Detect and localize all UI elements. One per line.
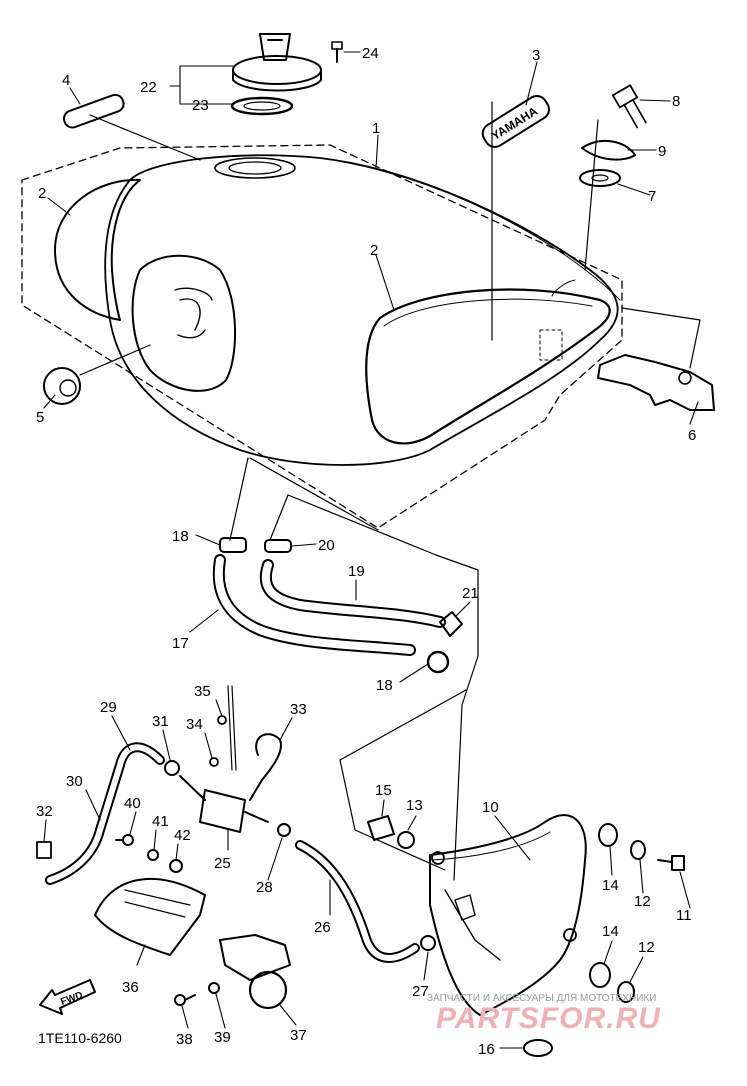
callout-16: 16 bbox=[478, 1041, 495, 1058]
callout-10: 10 bbox=[482, 799, 499, 816]
callout-4: 4 bbox=[62, 72, 70, 89]
callout-3: 3 bbox=[532, 47, 540, 64]
yamaha-emblem: YAMAHA bbox=[481, 94, 550, 148]
watermark-logo: PARTSFOR.RU bbox=[436, 1002, 661, 1035]
clamp-20 bbox=[264, 539, 292, 553]
callout-26: 26 bbox=[314, 919, 331, 936]
bolt-38 bbox=[174, 994, 196, 1006]
callout-18-upper: 18 bbox=[172, 528, 189, 545]
callout-36: 36 bbox=[122, 979, 139, 996]
assembly-outline bbox=[21, 144, 623, 529]
grommet-14a bbox=[598, 823, 618, 847]
bolt-11 bbox=[657, 855, 685, 871]
cap-gasket bbox=[230, 96, 294, 116]
callout-5: 5 bbox=[36, 409, 44, 426]
clamp-28 bbox=[277, 823, 291, 837]
holder-33 bbox=[249, 733, 282, 801]
fuel-cap bbox=[232, 33, 322, 92]
callout-20: 20 bbox=[318, 537, 335, 554]
callout-13: 13 bbox=[406, 797, 423, 814]
callout-42: 42 bbox=[174, 827, 191, 844]
callout-23: 23 bbox=[192, 97, 209, 114]
callout-35: 35 bbox=[194, 683, 211, 700]
callout-12-lower: 12 bbox=[638, 939, 655, 956]
hose-26 bbox=[295, 840, 420, 963]
callout-38: 38 bbox=[176, 1031, 193, 1048]
diagram-code: 1TE110-6260 bbox=[38, 1030, 122, 1046]
callout-21: 21 bbox=[462, 585, 479, 602]
clip-21 bbox=[439, 611, 463, 637]
fuel-filter bbox=[179, 775, 269, 833]
callout-18-lower: 18 bbox=[376, 677, 393, 694]
callout-1: 1 bbox=[372, 120, 380, 137]
callout-24: 24 bbox=[362, 45, 379, 62]
callout-30: 30 bbox=[66, 773, 83, 790]
grommet-14b bbox=[589, 962, 611, 988]
screw-34 bbox=[209, 757, 219, 767]
tank-left-seal bbox=[54, 178, 141, 321]
clip-32 bbox=[36, 841, 52, 859]
nut-35 bbox=[217, 715, 227, 725]
gasket-4 bbox=[62, 93, 125, 129]
callout-12-upper: 12 bbox=[634, 893, 651, 910]
callout-25: 25 bbox=[214, 855, 231, 872]
callout-2-left: 2 bbox=[38, 185, 46, 202]
cover-36 bbox=[94, 878, 206, 956]
clamp-31 bbox=[164, 760, 180, 776]
leader-lines bbox=[43, 51, 699, 1049]
callout-33: 33 bbox=[290, 701, 307, 718]
callout-19: 19 bbox=[348, 563, 365, 580]
callout-31: 31 bbox=[152, 713, 169, 730]
nut-41 bbox=[147, 849, 159, 861]
clamp-18-top bbox=[219, 537, 247, 553]
bolt-8 bbox=[611, 84, 647, 129]
callout-14-lower: 14 bbox=[602, 923, 619, 940]
damper-5 bbox=[43, 367, 81, 405]
callout-9: 9 bbox=[658, 143, 666, 160]
reference-lines bbox=[79, 101, 701, 881]
callout-41: 41 bbox=[152, 813, 169, 830]
washer-12a bbox=[630, 840, 646, 860]
nut-39 bbox=[208, 982, 220, 994]
callout-34: 34 bbox=[186, 716, 203, 733]
callout-11: 11 bbox=[676, 907, 692, 924]
callout-17: 17 bbox=[172, 635, 189, 652]
callout-2-right: 2 bbox=[370, 242, 378, 259]
clamp-18-lower bbox=[426, 650, 450, 674]
washer-42 bbox=[169, 859, 183, 873]
callout-28: 28 bbox=[256, 879, 273, 896]
bracket-6-hole bbox=[678, 371, 692, 385]
callout-6: 6 bbox=[688, 427, 696, 444]
screw-24 bbox=[331, 41, 343, 63]
fwd-arrow: FWD bbox=[39, 979, 96, 1015]
grommet-16 bbox=[523, 1039, 553, 1057]
callouts: 1 2 2 3 4 5 6 7 8 9 10 11 12 12 13 14 14… bbox=[36, 45, 696, 1058]
callout-39: 39 bbox=[214, 1029, 231, 1046]
bolt-40 bbox=[115, 834, 134, 846]
callout-14-upper: 14 bbox=[602, 877, 619, 894]
washer-12b bbox=[617, 981, 635, 1003]
collar-15 bbox=[367, 815, 395, 841]
watermark-caption: ЗАПЧАСТИ И АКСЕСУАРЫ ДЛЯ МОТОТЕХНИКИ bbox=[427, 993, 657, 1004]
callout-37: 37 bbox=[290, 1027, 307, 1044]
callout-15: 15 bbox=[375, 782, 392, 799]
callout-27: 27 bbox=[412, 983, 429, 1000]
callout-29: 29 bbox=[100, 699, 117, 716]
callout-40: 40 bbox=[124, 795, 141, 812]
washer-7 bbox=[579, 169, 621, 187]
fuel-tank bbox=[104, 154, 621, 466]
side-cover-10 bbox=[429, 814, 587, 1016]
callout-7: 7 bbox=[648, 188, 656, 205]
cover-37 bbox=[219, 934, 291, 1010]
callout-22: 22 bbox=[140, 79, 157, 96]
plate-9 bbox=[581, 140, 636, 161]
grommet-13 bbox=[397, 831, 415, 849]
clamp-27 bbox=[420, 935, 436, 951]
bracket-6 bbox=[597, 354, 715, 411]
callout-32: 32 bbox=[36, 803, 53, 820]
callout-8: 8 bbox=[672, 93, 680, 110]
